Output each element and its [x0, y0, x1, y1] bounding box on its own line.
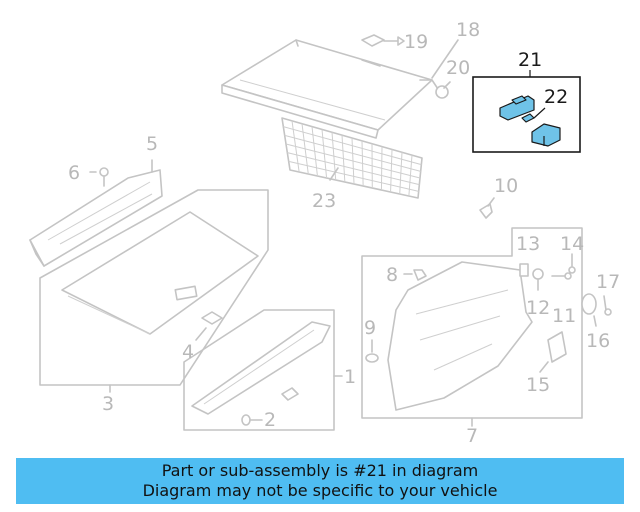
grommet-16	[581, 293, 597, 327]
deck-side-panel	[29, 159, 163, 267]
callout-23: 23	[312, 190, 336, 212]
floor-board	[39, 189, 269, 386]
callout-14: 14	[560, 233, 584, 255]
callout-18: 18	[456, 19, 480, 41]
clip-9	[365, 339, 379, 363]
clip-13	[519, 263, 529, 277]
banner-line-1: Part or sub-assembly is #21 in diagram	[161, 461, 479, 480]
callout-11: 11	[552, 305, 576, 327]
callout-6: 6	[68, 162, 80, 184]
callout-21: 21	[518, 49, 542, 71]
callout-13: 13	[516, 233, 540, 255]
callout-19: 19	[404, 31, 428, 53]
side-trim-box	[361, 227, 583, 427]
callout-12: 12	[526, 297, 550, 319]
callout-1: 1	[344, 366, 356, 388]
callout-16: 16	[586, 330, 610, 352]
callout-7: 7	[466, 425, 478, 447]
callout-4: 4	[182, 341, 194, 363]
banner-line-2: Diagram may not be specific to your vehi…	[142, 481, 498, 500]
callout-22: 22	[544, 86, 568, 108]
callout-3: 3	[102, 393, 114, 415]
cargo-net	[281, 117, 423, 199]
callout-8: 8	[386, 264, 398, 286]
bracket-10	[479, 197, 495, 219]
clip-4	[195, 311, 223, 341]
callout-5: 5	[146, 133, 158, 155]
callout-17: 17	[596, 271, 620, 293]
clip-19	[361, 34, 405, 47]
callout-2: 2	[264, 409, 276, 431]
clip-20	[435, 81, 451, 99]
callout-10: 10	[494, 175, 518, 197]
screw-17	[603, 295, 612, 316]
screw-6	[89, 167, 109, 187]
clip-2	[241, 414, 263, 426]
part-21-box	[472, 70, 581, 153]
parts-diagram: 1 2 3 4 5 6 7 8 9 10 11 12 13 14 15 16 1…	[29, 19, 620, 447]
clip-8	[403, 269, 427, 281]
sill-trim	[183, 309, 335, 431]
screw-11	[551, 272, 572, 280]
info-banner: Part or sub-assembly is #21 in diagram D…	[16, 458, 624, 504]
callout-9: 9	[364, 317, 376, 339]
callout-15: 15	[526, 374, 550, 396]
nut-12	[532, 268, 544, 291]
callout-20: 20	[446, 57, 470, 79]
cargo-cover	[221, 39, 441, 139]
clip-14	[568, 253, 576, 274]
cover-15	[539, 331, 567, 373]
